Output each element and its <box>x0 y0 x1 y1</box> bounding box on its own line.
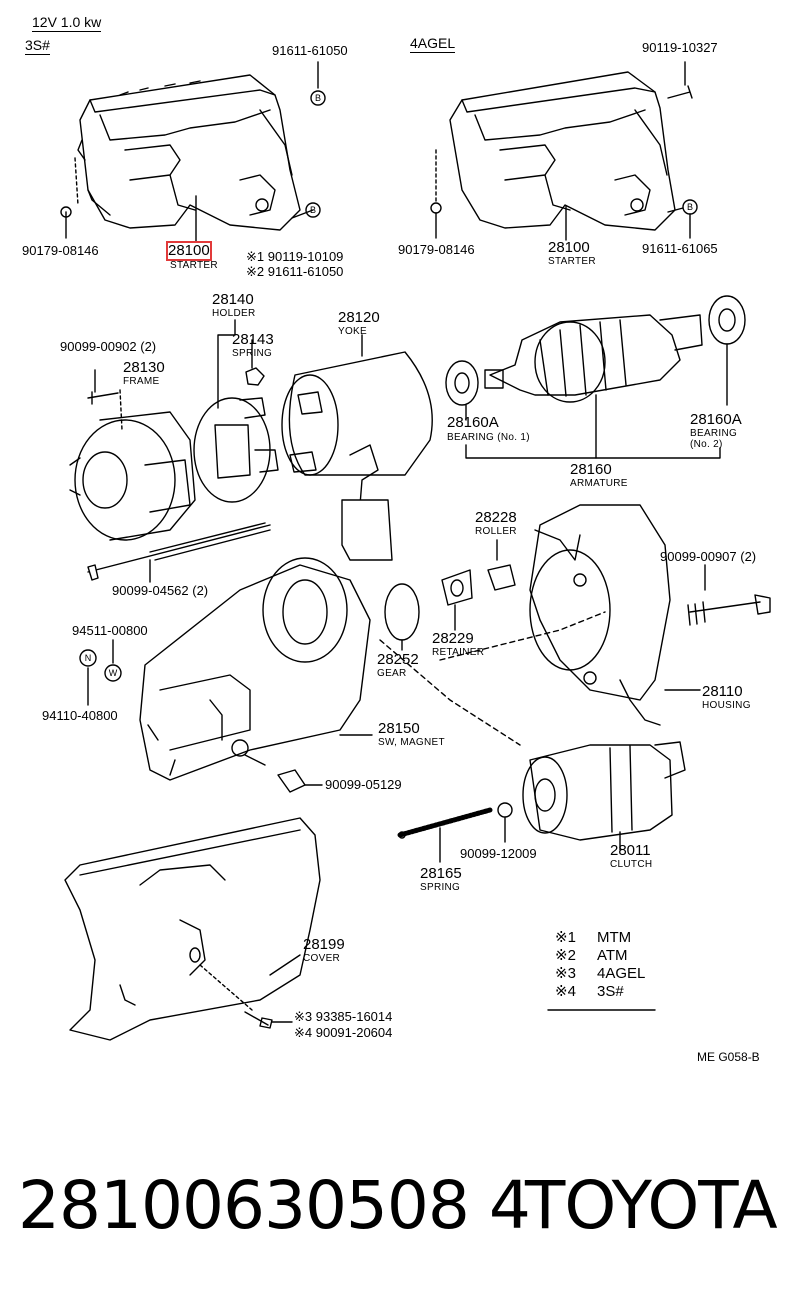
part-name-label: HOLDER <box>212 308 256 319</box>
part-number-label: 28160A <box>447 414 499 431</box>
part-number-label: 90179-08146 <box>398 242 475 257</box>
part-number-label: ※4 90091-20604 <box>294 1025 393 1040</box>
part-number-label: 28228 <box>475 509 517 526</box>
part-name-label: COVER <box>303 953 341 964</box>
part-name-label: BEARING (No. 2) <box>690 428 738 450</box>
left-variant-label: 3S# <box>25 37 50 55</box>
part-name-label: ARMATURE <box>570 478 628 489</box>
part-number-label: 28110 <box>702 683 743 700</box>
starter-assembly-right <box>449 71 676 231</box>
part-number-label: 90099-00907 (2) <box>660 549 757 564</box>
part-name-label: FRAME <box>123 376 160 387</box>
housing-part <box>529 504 671 726</box>
part-number-label: 28143 <box>232 331 274 348</box>
starter-assembly-left <box>77 74 301 231</box>
part-number-label: 90179-08146 <box>22 243 99 258</box>
part-name-label: ROLLER <box>475 526 517 537</box>
legend-text: 4AGEL <box>597 965 646 982</box>
bolt-marker-b3: B <box>687 202 693 212</box>
part-number-label: 90099-00902 (2) <box>60 339 157 354</box>
part-name-label: STARTER <box>548 256 596 267</box>
part-name-label: STARTER <box>170 260 218 271</box>
nut-marker-n: N <box>85 653 92 663</box>
part-number-label: 28229 <box>432 630 474 647</box>
footer-brand: TOYOTA <box>525 1167 778 1244</box>
part-number-label: 28150 <box>378 720 420 737</box>
part-number-label: 28130 <box>123 359 165 376</box>
part-number-label: 28100 <box>548 239 590 256</box>
part-name-label: SW, MAGNET <box>378 737 445 748</box>
part-number-label: 91611-61065 <box>642 241 718 256</box>
armature-part <box>484 314 703 403</box>
part-number-label: ※1 90119-10109 <box>246 249 344 264</box>
part-number-label: 28160A <box>690 411 742 428</box>
diagram-code: ME G058-B <box>697 1050 760 1064</box>
part-number-label: 28011 <box>610 842 651 859</box>
holder-part <box>193 397 279 503</box>
part-name-label: GEAR <box>377 668 407 679</box>
part-number-label: 28199 <box>303 936 345 953</box>
part-number-label: 91611-61050 <box>272 43 348 58</box>
part-number-label: 28160 <box>570 461 612 478</box>
part-number-label: ※2 91611-61050 <box>246 264 344 279</box>
cover-part <box>64 817 321 1041</box>
legend-mark: ※4 <box>555 983 576 1000</box>
footer-part-number: 28100630508 4 <box>18 1167 531 1244</box>
part-number-label: 90099-12009 <box>460 846 537 861</box>
washer-marker-w: W <box>109 668 118 678</box>
bolt-marker-b1: B <box>315 93 321 103</box>
frame-part <box>69 411 196 541</box>
part-number-label: 28165 <box>420 865 462 882</box>
part-number-label: 94511-00800 <box>72 623 148 638</box>
legend-mark: ※3 <box>555 965 576 982</box>
part-number-label: 94110-40800 <box>42 708 118 723</box>
part-number-label: 28120 <box>338 309 380 326</box>
legend-text: 3S# <box>597 983 624 1000</box>
exploded-parts-diagram: B B B N W 12V 1.0 kw 3S# 4AGEL 91611-610… <box>22 14 771 1064</box>
part-number-label: 90099-04562 (2) <box>112 583 209 598</box>
part-name-label: YOKE <box>338 326 367 337</box>
starter-part-number-highlighted[interactable]: 28100 <box>166 241 212 261</box>
legend-text: MTM <box>597 929 632 946</box>
clutch-part <box>522 741 686 841</box>
part-number-label: 90099-05129 <box>325 777 402 792</box>
product-footer: 28100630508 4 TOYOTA <box>0 1170 800 1250</box>
part-name-label: SPRING <box>232 348 273 359</box>
bolt-marker-b2: B <box>310 205 316 215</box>
part-name-label: HOUSING <box>702 700 751 711</box>
legend-mark: ※1 <box>555 929 576 946</box>
spec-label: 12V 1.0 kw <box>32 14 102 32</box>
right-variant-label: 4AGEL <box>410 35 456 53</box>
part-name-label: BEARING (No. 1) <box>447 432 530 443</box>
part-number-label: 28140 <box>212 291 254 308</box>
part-number-label: 90119-10327 <box>642 40 718 55</box>
part-name-label: SPRING <box>420 882 461 893</box>
magnet-switch-part <box>139 557 371 781</box>
part-number-label: ※3 93385-16014 <box>294 1009 393 1024</box>
legend-mark: ※2 <box>555 947 576 964</box>
part-name-label: CLUTCH <box>610 859 653 870</box>
diagram-drawing: B B B N W <box>60 61 771 1041</box>
part-name-label: RETAINER <box>432 647 485 658</box>
yoke-part <box>281 351 433 561</box>
legend-text: ATM <box>597 947 628 964</box>
part-number-label: 28252 <box>377 651 419 668</box>
